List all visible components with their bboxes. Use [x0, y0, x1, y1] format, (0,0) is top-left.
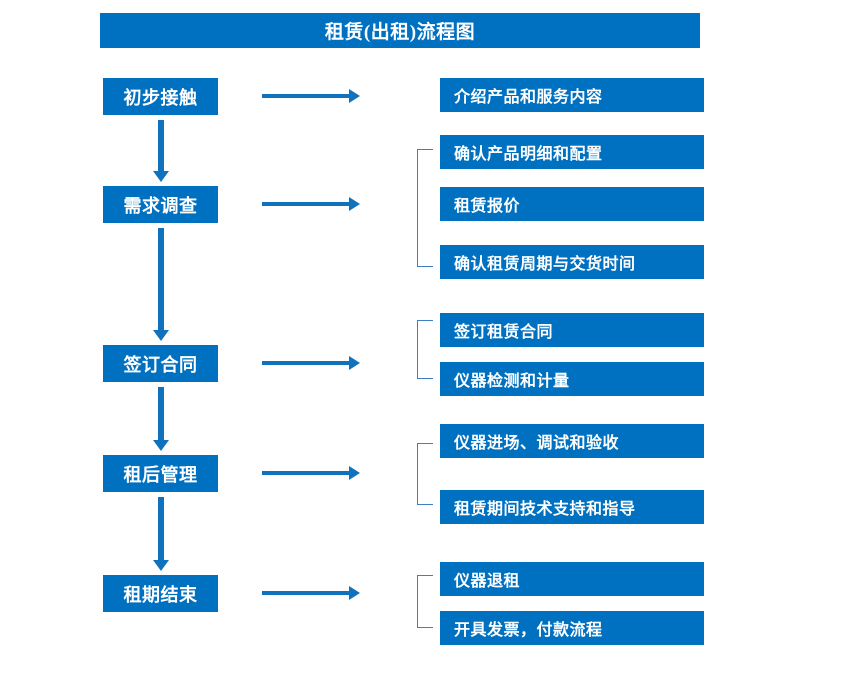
task-box-introduce-products[interactable]: 介绍产品和服务内容	[440, 78, 704, 112]
horizontal-arrow-sign-contract	[262, 356, 360, 370]
horizontal-arrow-rental-end	[262, 586, 360, 600]
horizontal-arrow-post-rental-management	[262, 466, 360, 480]
task-box-confirm-rental-period[interactable]: 确认租赁周期与交货时间	[440, 245, 704, 279]
bracket-post-rental-management-group	[417, 443, 433, 505]
horizontal-arrow-initial-contact	[262, 89, 360, 103]
flowchart-title: 租赁(出租)流程图	[100, 13, 700, 48]
stage-box-post-rental-management[interactable]: 租后管理	[103, 455, 218, 492]
task-box-instrument-return[interactable]: 仪器退租	[440, 562, 704, 596]
task-box-confirm-product-details[interactable]: 确认产品明细和配置	[440, 135, 704, 169]
task-box-instrument-inspection[interactable]: 仪器检测和计量	[440, 362, 704, 396]
stage-box-sign-contract[interactable]: 签订合同	[103, 345, 218, 382]
vertical-arrow-survey-to-contract	[153, 228, 169, 341]
bracket-sign-contract-group	[417, 320, 433, 379]
task-box-rental-quotation[interactable]: 租赁报价	[440, 187, 704, 221]
bracket-rental-end-group	[417, 575, 433, 628]
vertical-arrow-contact-to-survey	[153, 120, 169, 182]
vertical-arrow-contract-to-management	[153, 387, 169, 451]
task-box-invoice-payment[interactable]: 开具发票，付款流程	[440, 611, 704, 645]
stage-box-initial-contact[interactable]: 初步接触	[103, 78, 218, 115]
vertical-arrow-management-to-end	[153, 497, 169, 571]
task-box-technical-support[interactable]: 租赁期间技术支持和指导	[440, 490, 704, 524]
stage-box-needs-survey[interactable]: 需求调查	[103, 186, 218, 223]
bracket-needs-survey-group	[417, 149, 433, 267]
task-box-instrument-delivery[interactable]: 仪器进场、调试和验收	[440, 424, 704, 458]
horizontal-arrow-needs-survey	[262, 197, 360, 211]
task-box-sign-rental-contract[interactable]: 签订租赁合同	[440, 313, 704, 347]
stage-box-rental-end[interactable]: 租期结束	[103, 575, 218, 612]
